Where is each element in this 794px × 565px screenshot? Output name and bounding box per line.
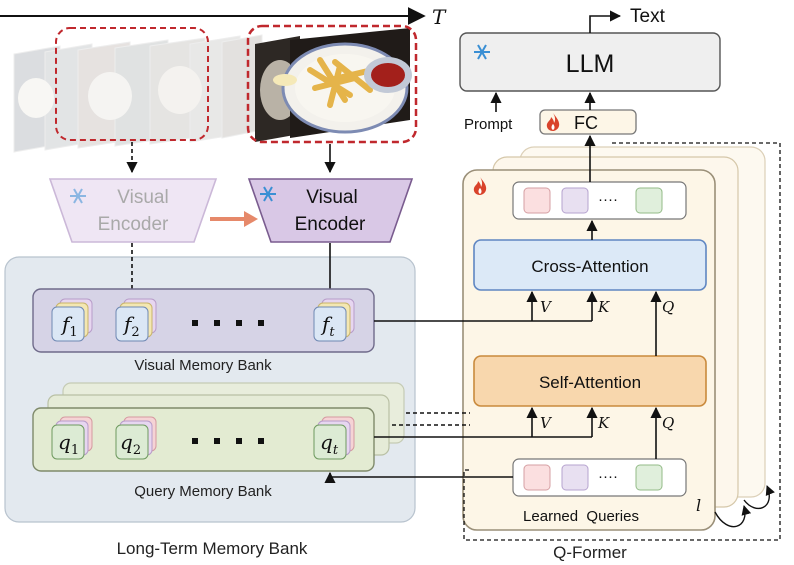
query-token-q1: q1	[51, 416, 93, 460]
cross-attention-label: Cross-Attention	[531, 257, 648, 276]
output-token-2	[561, 187, 589, 214]
cross-k-label: K	[597, 298, 610, 316]
output-token-n	[635, 187, 663, 214]
active-encoder-line1: Visual	[306, 187, 357, 208]
output-token-1	[523, 187, 551, 214]
visual-token-f1: f1	[51, 298, 93, 342]
learned-queries-label: Learned Queries	[523, 508, 639, 525]
layer-loop-arrow-1	[714, 505, 752, 528]
output-text-label: Text	[630, 6, 666, 27]
learned-query-n	[635, 464, 663, 491]
visual-memory-bank-label: Visual Memory Bank	[134, 357, 272, 374]
query-memory-bank-label: Query Memory Bank	[134, 483, 272, 500]
visual-token-ft: ft	[313, 298, 355, 342]
self-attention-block	[473, 355, 707, 407]
fc-block	[539, 109, 637, 135]
prompt-label: Prompt	[464, 116, 513, 133]
query-token-qt: qt	[313, 416, 355, 460]
long-term-memory-bank-label: Long-Term Memory Bank	[117, 539, 308, 558]
self-k-label: K	[597, 414, 610, 432]
frozen-encoder-line1: Visual	[117, 187, 168, 208]
layer-loop-arrow-2	[743, 485, 775, 510]
active-visual-encoder: Visual Encoder	[247, 178, 414, 243]
query-token-ellipsis	[192, 438, 264, 444]
svg-text:qt: qt	[320, 430, 339, 458]
fc-label: FC	[574, 113, 598, 133]
dashed-feedback-path	[463, 142, 781, 541]
video-frames-faded	[13, 34, 263, 153]
self-v-label: V	[540, 414, 553, 432]
layer-count-label: l	[696, 496, 701, 515]
video-frames-current	[255, 28, 412, 142]
self-attention-label: Self-Attention	[539, 373, 641, 392]
qformer-caption: Q-Former	[553, 543, 627, 562]
learned-query-2	[561, 464, 589, 491]
arrow-queries-to-qt	[324, 471, 513, 484]
transition-arrow	[210, 211, 258, 227]
output-token-dots: ····	[598, 191, 618, 208]
frozen-encoder-line2: Encoder	[98, 214, 169, 235]
cross-v-label: V	[540, 298, 553, 316]
cross-attention-block	[473, 239, 707, 291]
query-token-q2: q2	[115, 416, 157, 460]
self-q-label: Q	[662, 414, 674, 432]
svg-text:q1: q1	[58, 430, 79, 458]
learned-query-dots: ····	[598, 468, 618, 485]
visual-token-f2: f2	[115, 298, 157, 342]
llm-label: LLM	[566, 50, 615, 78]
arrow-llm-to-text	[589, 10, 622, 33]
time-axis-label: T	[432, 5, 447, 29]
frozen-visual-encoder: Visual Encoder	[48, 178, 218, 243]
svg-text:q2: q2	[120, 430, 141, 458]
frozen-window-highlight	[55, 27, 209, 141]
visual-token-ellipsis	[192, 320, 264, 326]
learned-query-1	[523, 464, 551, 491]
current-window-highlight	[246, 24, 418, 144]
cross-q-label: Q	[662, 298, 674, 316]
active-encoder-line2: Encoder	[295, 214, 366, 235]
